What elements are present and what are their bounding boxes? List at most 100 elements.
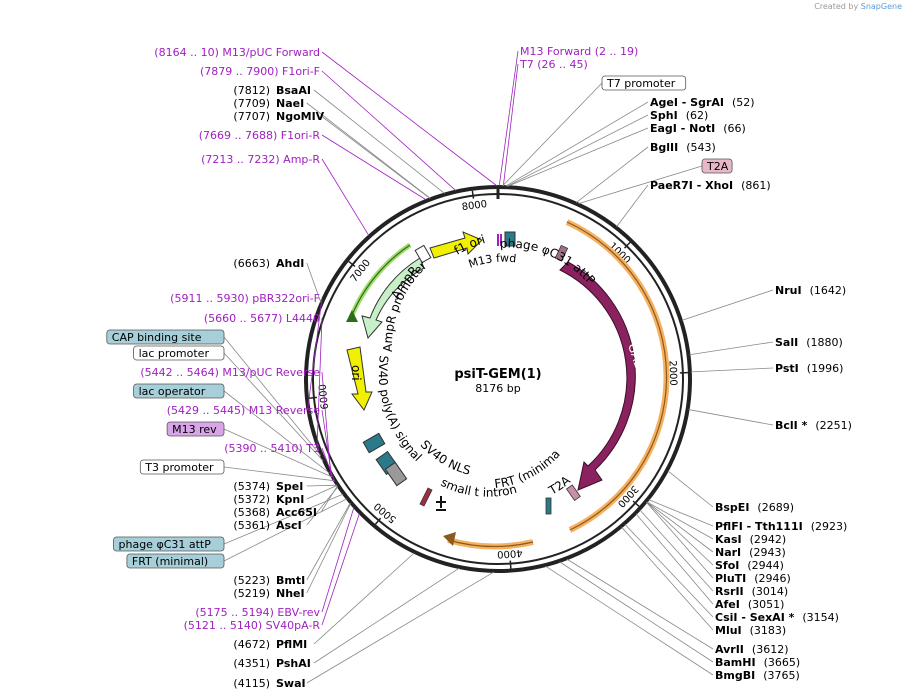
left-label: (5911 .. 5930) pBR322ori-F [170,292,320,305]
leader-line [321,70,457,191]
right-label: BmgBI(3765) [715,669,800,682]
small-t-intron-feature [436,496,446,511]
left-label: (7669 .. 7688) F1ori-R [199,129,321,142]
right-label: AvrII(3612) [715,643,788,656]
created-by-text: Created by [814,2,859,11]
enzyme-label: BclI *(2251) [775,419,852,432]
feature-label-box [133,345,225,361]
leader-line [502,82,603,187]
right-label: BglII(543) [650,141,716,154]
feature-label-text: M13 rev [172,423,217,436]
primer-label: (5911 .. 5930) pBR322ori-F [170,292,320,305]
enzyme-name: BmtI [276,574,305,587]
leader-line [223,390,330,474]
left-label: lac promoter [133,345,225,361]
frt-minimal-feature [545,497,552,515]
enzyme-label: KasI(2942) [715,533,786,546]
left-label: (5219)NheI [233,587,304,600]
leader-line [505,101,649,187]
primer-label: (5390 .. 5410) T3 [224,442,320,455]
leader-line [624,524,714,618]
orange-arrowhead [443,532,456,546]
feature-label-text: T7 promoter [606,77,676,90]
right-label: PflFI - Tth111I(2923) [715,520,847,533]
leader-line [307,297,323,411]
enzyme-position: (7707) [233,110,270,123]
enzyme-position: (7812) [233,84,270,97]
left-label: (5121 .. 5140) SV40pA-R [184,619,321,632]
leader-line [321,51,498,187]
leader-line [321,134,427,201]
leader-line [578,165,703,204]
right-label: PstI(1996) [775,362,843,375]
enzyme-label: NarI(2943) [715,546,786,559]
enzyme-label: CsiI - SexAI *(3154) [715,611,839,624]
primer-label: (5442 .. 5464) M13/pUC Reverse [140,366,320,379]
feature-label-box [126,553,225,569]
leader-line [321,447,336,483]
left-label: (7709)NaeI [233,97,304,110]
leader-line [648,499,714,527]
label-sv40-polya: SV40 poly(A) signal [376,355,425,465]
left-annotation-labels: (8164 .. 10) M13/pUC Forward(7879 .. 790… [106,46,325,690]
feature-label-box [166,421,225,437]
attp-marker [554,244,569,262]
leader-line [639,509,714,592]
right-annotation-labels: M13 Forward (2 .. 19)T7 (26 .. 45)T7 pro… [519,45,852,682]
leader-line [690,367,774,373]
left-label: T3 promoter [139,459,225,475]
enzyme-label: PaeR7I - XhoI(861) [650,179,771,192]
leader-line [566,558,714,650]
feature-label-text: phage φC31 attP [119,538,212,551]
label-ori: ori [349,365,363,381]
lac-region-stack [362,432,386,454]
leader-line [320,115,431,199]
enzyme-label: NruI(1642) [775,284,846,297]
ampr-outline-arc-inner [349,244,411,321]
right-label: KasI(2942) [715,533,786,546]
enzyme-label: BmgBI(3765) [715,669,800,682]
enzyme-label: RsrII(3014) [715,585,788,598]
left-label: (7879 .. 7900) F1ori-F [200,65,320,78]
tick-label: 5000 [372,500,399,525]
leader-line [689,341,774,356]
enzyme-label: BglII(543) [650,141,716,154]
leader-line [223,466,335,482]
leader-line [313,567,460,664]
tick-mark [623,241,631,249]
label-m13-fwd: M13 fwd [467,252,517,271]
primer-label: (5660 .. 5677) L4440 [204,312,320,325]
enzyme-label: AgeI - SgrAI(52) [650,96,755,109]
enzyme-position: (5372) [233,493,270,506]
left-label: (7812)BsaAI [233,84,311,97]
leader-line [635,513,714,605]
enzyme-name: SpeI [276,480,303,493]
green-arrowhead [346,310,358,322]
right-label: SfoI(2944) [715,559,784,572]
right-label: BspEI(2689) [715,501,794,514]
leader-line [316,317,323,447]
tick-mark [348,260,356,267]
m13-fwd-feature [504,231,516,247]
enzyme-label: MluI(3183) [715,624,786,637]
enzyme-name: Acc65I [276,506,317,519]
right-label: SphI(62) [650,109,708,122]
right-label: RsrII(3014) [715,585,788,598]
enzyme-label: BspEI(2689) [715,501,794,514]
primer-label: M13 Forward (2 .. 19) [520,45,638,58]
gal4-outline-arc-inner [566,221,668,531]
enzyme-position: (5219) [233,587,270,600]
primer-label: (5429 .. 5445) M13 Reverse [167,404,320,417]
left-label: (5223)BmtI [233,574,305,587]
leader-line [223,498,347,562]
right-label: EagI - NotI(66) [650,122,746,135]
left-label: (5361)AscI [233,519,301,532]
enzyme-label: AfeI(3051) [715,598,784,611]
right-label: T7 promoter [601,75,687,91]
leader-line [321,158,370,236]
leader-line [306,502,351,581]
frt-feature [384,461,408,487]
left-label: (5374)SpeI [233,480,303,493]
enzyme-position: (5368) [233,506,270,519]
